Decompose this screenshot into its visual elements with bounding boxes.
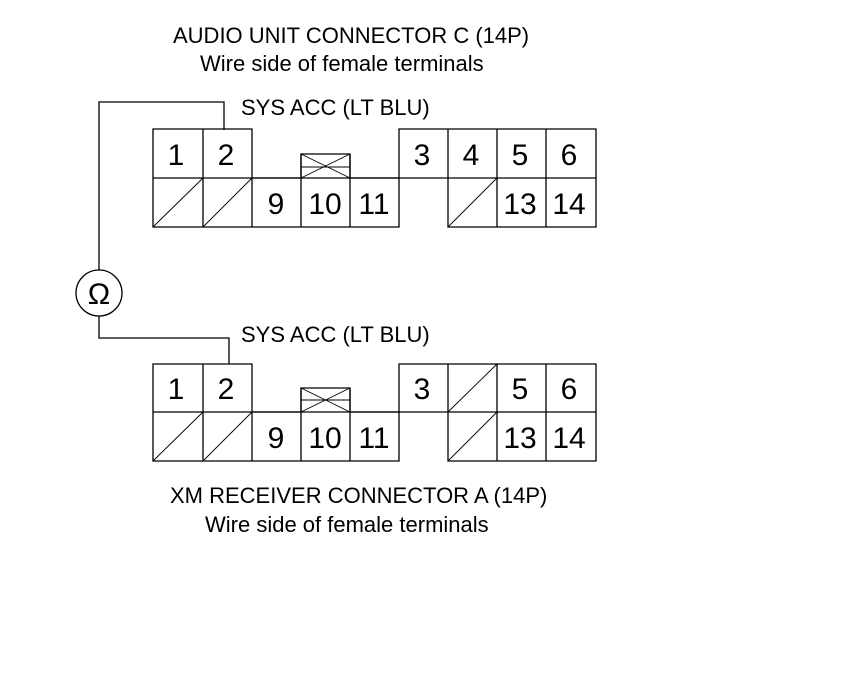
empty-cavity-mark bbox=[202, 177, 253, 228]
pin-number: 9 bbox=[268, 422, 285, 455]
pin-number: 3 bbox=[414, 373, 431, 406]
test-leads: Ω bbox=[75, 101, 230, 364]
pin-number: 14 bbox=[552, 422, 585, 455]
empty-cavity-mark bbox=[202, 411, 253, 462]
pin-number: 11 bbox=[358, 188, 389, 221]
pin-number: 1 bbox=[168, 139, 185, 172]
pin-number: 14 bbox=[552, 188, 585, 221]
ohm-symbol: Ω bbox=[88, 278, 110, 311]
empty-cavity-mark bbox=[447, 177, 498, 228]
pin-number: 2 bbox=[218, 139, 235, 172]
pin-number: 4 bbox=[463, 139, 480, 172]
empty-cavity-mark bbox=[447, 411, 498, 462]
pin-number: 10 bbox=[308, 188, 341, 221]
pin-number: 5 bbox=[512, 373, 529, 406]
top-connector: AUDIO UNIT CONNECTOR C (14P) Wire side o… bbox=[152, 23, 597, 228]
bottom-test-lead bbox=[98, 316, 230, 364]
empty-cavity-mark bbox=[152, 177, 204, 228]
pin-number: 5 bbox=[512, 139, 529, 172]
bottom-connector-subtitle: Wire side of female terminals bbox=[205, 512, 489, 537]
pin-number: 13 bbox=[503, 188, 536, 221]
pin-number: 2 bbox=[218, 373, 235, 406]
bottom-connector-title: XM RECEIVER CONNECTOR A (14P) bbox=[170, 483, 547, 508]
pin-number: 11 bbox=[358, 422, 389, 455]
pin-number: 6 bbox=[561, 139, 578, 172]
pin-number: 10 bbox=[308, 422, 341, 455]
empty-cavity-mark bbox=[447, 363, 498, 413]
ohmmeter-icon: Ω bbox=[75, 269, 123, 317]
top-connector-subtitle: Wire side of female terminals bbox=[200, 51, 484, 76]
top-wire-label: SYS ACC (LT BLU) bbox=[241, 95, 430, 120]
top-connector-title: AUDIO UNIT CONNECTOR C (14P) bbox=[173, 23, 529, 48]
empty-cavity-mark bbox=[152, 411, 204, 462]
pin-number: 9 bbox=[268, 188, 285, 221]
top-test-lead bbox=[98, 101, 225, 270]
pin-number: 1 bbox=[168, 373, 185, 406]
pin-number: 6 bbox=[561, 373, 578, 406]
pin-number: 13 bbox=[503, 422, 536, 455]
pin-number: 3 bbox=[414, 139, 431, 172]
bottom-wire-label: SYS ACC (LT BLU) bbox=[241, 322, 430, 347]
bottom-connector: SYS ACC (LT BLU) 1 2 3 5 6 9 10 11 13 14… bbox=[152, 322, 597, 537]
